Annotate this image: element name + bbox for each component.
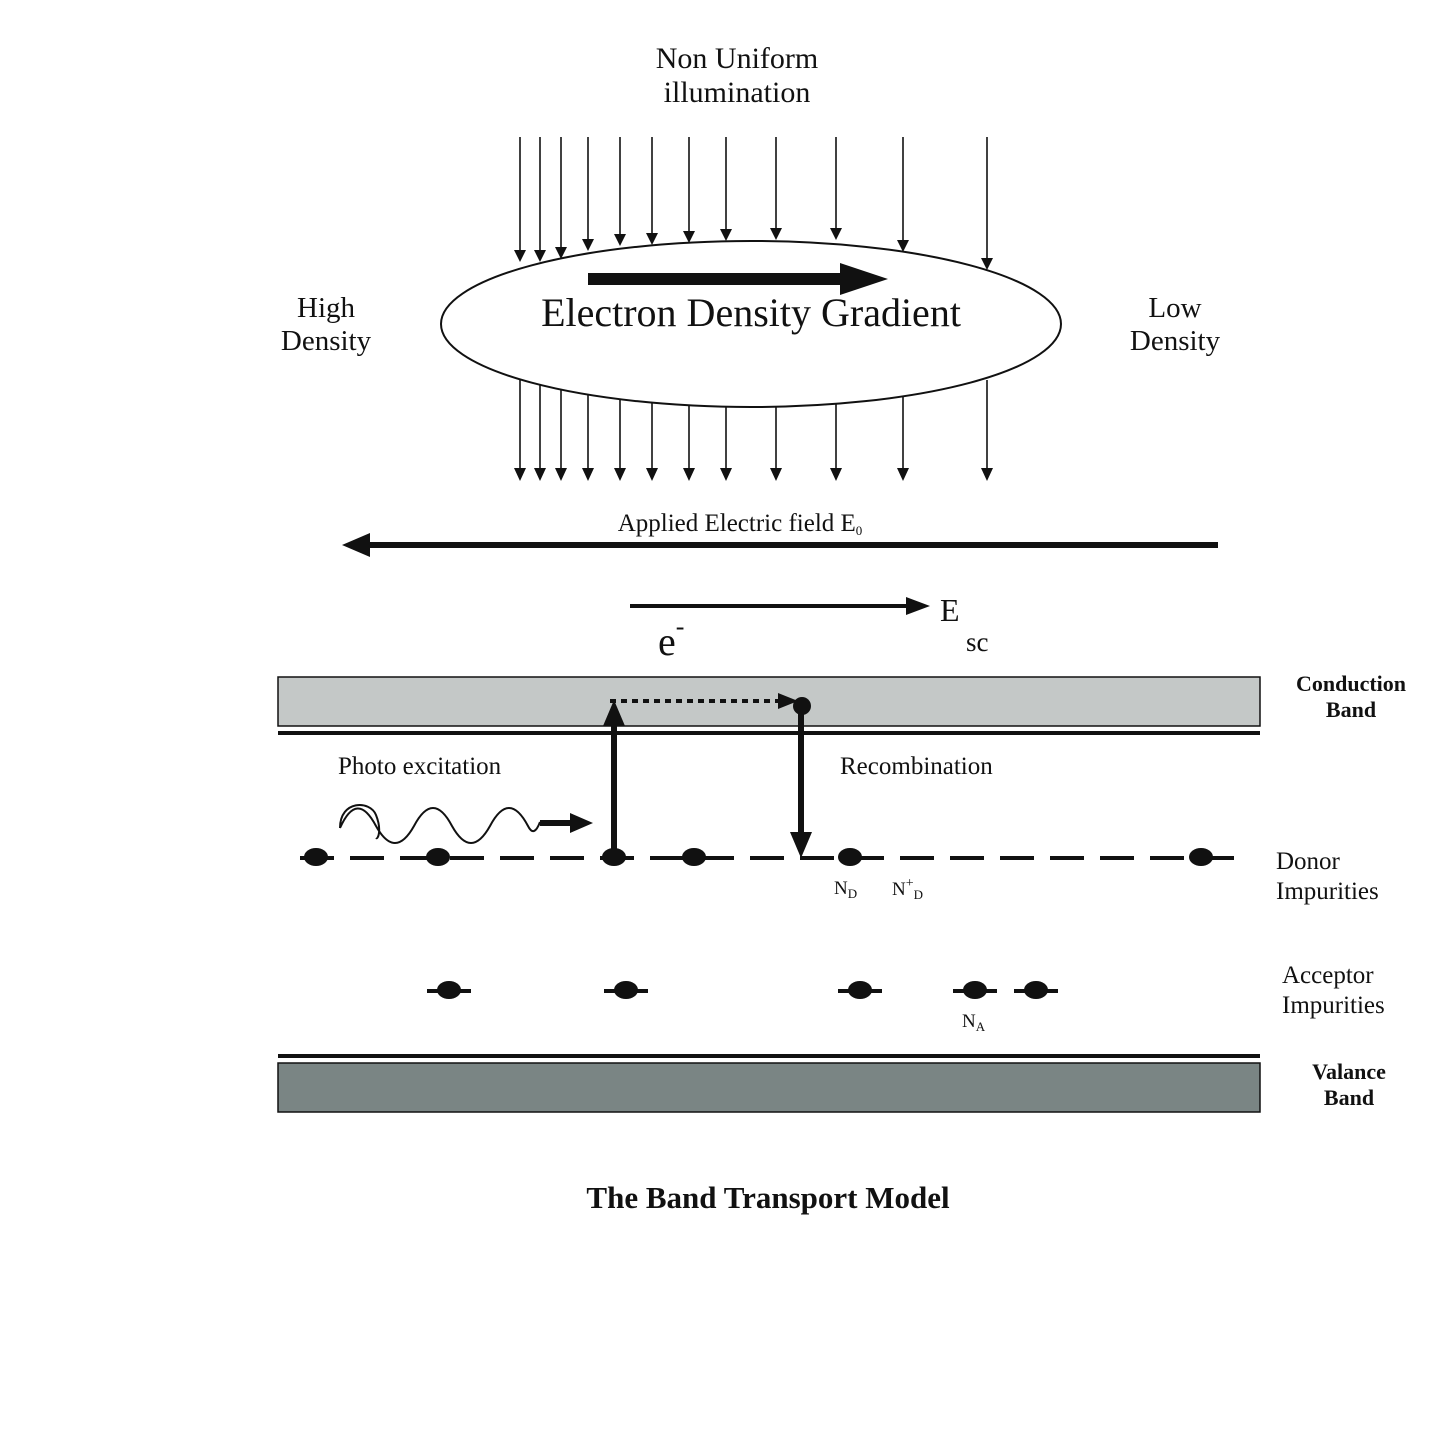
illumination-arrowhead-bottom (720, 468, 732, 481)
low-density-label: Low Density (1130, 292, 1220, 359)
electron-letter: e (658, 619, 676, 664)
illumination-arrowhead-bottom (981, 468, 993, 481)
high-density-label: High Density (281, 292, 371, 359)
donor-line2: Impurities (1276, 877, 1379, 905)
excitation-arrow (603, 700, 625, 855)
illumination-arrowhead-bottom (830, 468, 842, 481)
nd-symbol: N (834, 878, 848, 899)
valence-band-line2: Band (1323, 1084, 1375, 1110)
photon-wave (339, 804, 593, 844)
high-density-line2: Density (280, 325, 372, 358)
acceptor-electron (437, 981, 461, 999)
electron-charge: - (675, 612, 685, 641)
donor-line1: Donor (1276, 848, 1340, 875)
acceptor-label: Acceptor Impurities (1282, 961, 1385, 1020)
illumination-arrowhead-top (514, 250, 526, 262)
donor-electron (602, 848, 626, 866)
illumination-arrowhead-top (646, 233, 658, 245)
illumination-line1: Non Uniform (655, 42, 819, 75)
conduction-band-label: Conduction Band (1296, 671, 1406, 723)
illumination-arrowhead-top (534, 250, 546, 262)
illumination-arrowhead-top (614, 234, 626, 246)
acceptor-electron (848, 981, 872, 999)
nd-plus-symbol: N (892, 879, 906, 900)
valence-band-label: Valance Band (1312, 1059, 1386, 1111)
acceptor-line2: Impurities (1282, 991, 1385, 1019)
photo-excitation-label: Photo excitation (338, 753, 502, 780)
electron-symbol: e- (658, 614, 684, 662)
applied-field-subscript: 0 (855, 523, 863, 538)
nd-plus-superscript: + (905, 876, 914, 891)
illumination-arrowhead-top (770, 228, 782, 240)
donor-electron (838, 848, 862, 866)
donor-electron (304, 848, 328, 866)
esc-symbol: E (940, 592, 960, 628)
transport-arrow (610, 693, 798, 709)
applied-field-arrow (342, 533, 1218, 557)
illumination-arrowhead-bottom (614, 468, 626, 481)
illumination-arrowhead-top (555, 247, 567, 259)
illumination-arrowhead-top (582, 239, 594, 251)
illumination-line2: illumination (663, 76, 811, 109)
acceptor-line1: Acceptor (1282, 962, 1374, 989)
applied-field-label: Applied Electric field E0 (618, 511, 863, 537)
illumination-arrowhead-bottom (555, 468, 567, 481)
illumination-arrowhead-top (683, 231, 695, 243)
space-charge-field-arrow (630, 597, 930, 615)
diagram-title: The Band Transport Model (586, 1180, 950, 1215)
nd-subscript: D (847, 886, 858, 901)
illumination-label: Non Uniform illumination (656, 44, 818, 108)
illumination-arrowhead-top (720, 229, 732, 241)
applied-field-text: Applied Electric field E (617, 510, 856, 537)
donor-label: Donor Impurities (1276, 847, 1379, 906)
na-subscript: A (975, 1019, 986, 1034)
donor-electrons (304, 848, 1213, 866)
donor-electron (682, 848, 706, 866)
illumination-arrowhead-bottom (770, 468, 782, 481)
na-label: NA (962, 1012, 985, 1033)
conduction-band-line2: Band (1325, 696, 1377, 722)
illumination-arrowhead-bottom (646, 468, 658, 481)
recombination-label: Recombination (840, 753, 993, 780)
illumination-arrowhead-bottom (683, 468, 695, 481)
low-density-line1: Low (1148, 292, 1202, 324)
acceptor-electron (963, 981, 987, 999)
esc-subscript: sc (966, 627, 989, 657)
illumination-arrowhead-bottom (897, 468, 909, 481)
illumination-arrowhead-bottom (534, 468, 546, 481)
acceptor-electron (1024, 981, 1048, 999)
na-symbol: N (962, 1011, 976, 1032)
nd-label: ND (834, 879, 857, 900)
illumination-arrowhead-bottom (582, 468, 594, 481)
recombination-arrow (790, 697, 812, 858)
illumination-arrowhead-top (897, 240, 909, 252)
gradient-label: Electron Density Gradient (541, 290, 961, 335)
valence-band-line1: Valance (1312, 1059, 1386, 1084)
illumination-arrowhead-bottom (514, 468, 526, 481)
low-density-line2: Density (1129, 325, 1221, 358)
high-density-line1: High (297, 292, 355, 324)
donor-electron (426, 848, 450, 866)
acceptor-electron (614, 981, 638, 999)
acceptor-levels (427, 981, 1058, 999)
illumination-arrows-top (514, 137, 993, 270)
nd-plus-subscript: D (913, 887, 924, 902)
gradient-arrow (588, 263, 888, 295)
donor-electron (1189, 848, 1213, 866)
conduction-band-line1: Conduction (1295, 671, 1407, 696)
valence-band (277, 1062, 1261, 1113)
space-charge-field-label: E sc (940, 592, 989, 656)
nd-plus-label: N+D (892, 876, 924, 902)
illumination-arrowhead-top (981, 258, 993, 270)
illumination-arrowhead-top (830, 228, 842, 240)
